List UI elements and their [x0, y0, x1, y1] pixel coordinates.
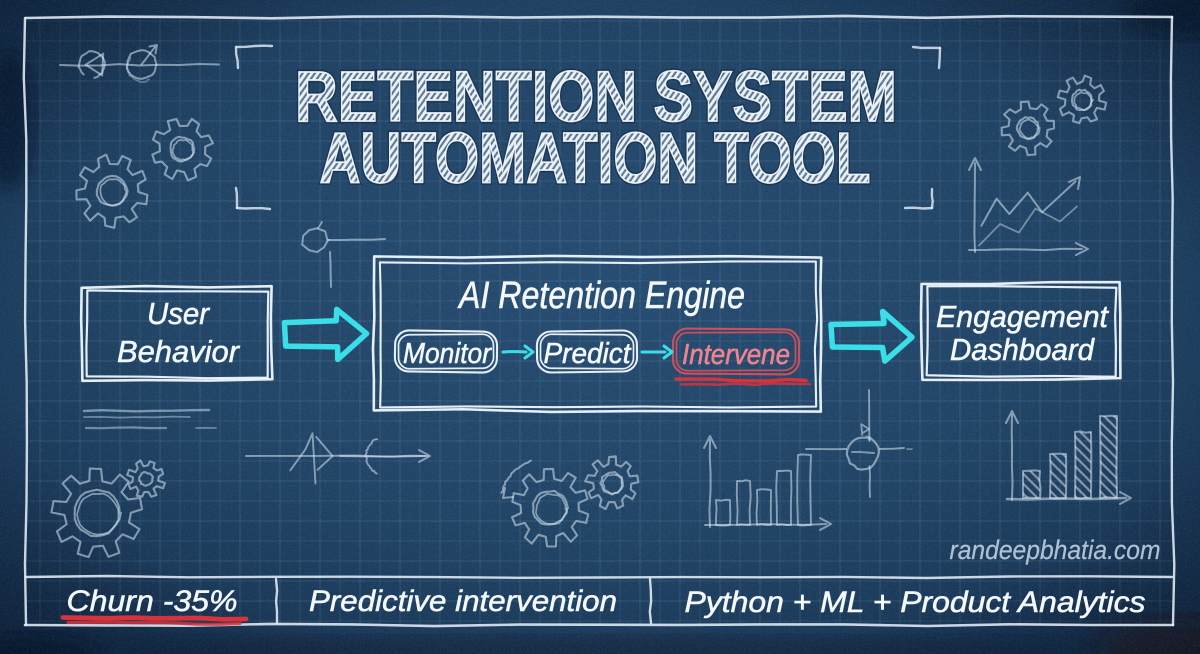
svg-text:User: User	[147, 296, 211, 331]
svg-text:AI Retention Engine: AI Retention Engine	[457, 275, 745, 317]
svg-text:Dashboard: Dashboard	[950, 332, 1096, 367]
svg-text:Monitor: Monitor	[403, 338, 492, 370]
svg-text:Engagement: Engagement	[936, 299, 1109, 334]
svg-text:Behavior: Behavior	[117, 334, 241, 369]
svg-text:RETENTION SYSTEM: RETENTION SYSTEM	[295, 58, 897, 137]
svg-text:AUTOMATION TOOL: AUTOMATION TOOL	[320, 120, 871, 199]
svg-text:Predictive intervention: Predictive intervention	[309, 585, 617, 618]
svg-text:Predict: Predict	[544, 338, 633, 370]
svg-text:AUTOMATION TOOL: AUTOMATION TOOL	[320, 120, 871, 199]
svg-text:randeepbhatia.com: randeepbhatia.com	[950, 535, 1161, 565]
svg-text:Python + ML + Product Analytic: Python + ML + Product Analytics	[685, 586, 1146, 619]
svg-text:Churn -35%: Churn -35%	[67, 585, 238, 618]
svg-text:RETENTION SYSTEM: RETENTION SYSTEM	[295, 58, 897, 137]
svg-text:Intervene: Intervene	[682, 339, 790, 371]
